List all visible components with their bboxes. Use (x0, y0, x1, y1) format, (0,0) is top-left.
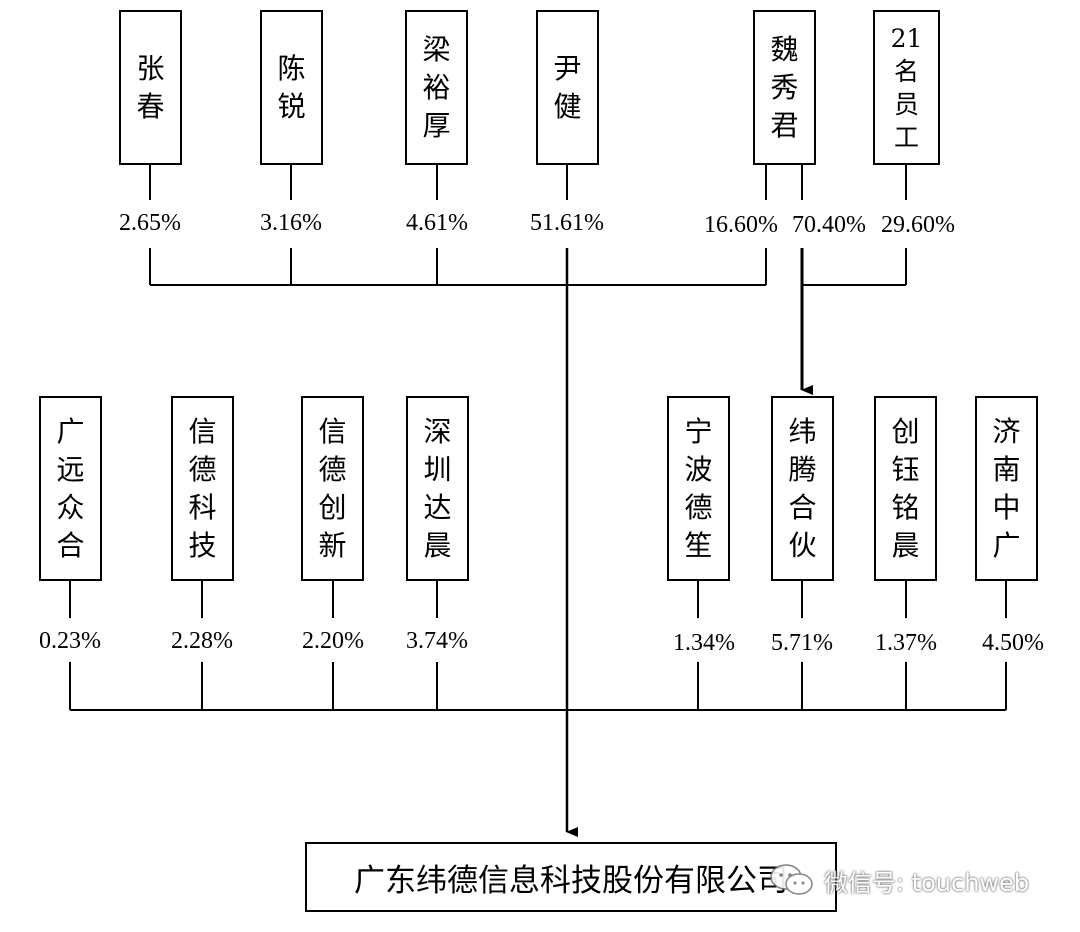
char: 德 (684, 490, 713, 524)
shareholder-guangyuan-zhonghe: 广 远 众 合 (39, 396, 102, 581)
char: 健 (553, 89, 582, 123)
char: 笙 (684, 528, 713, 562)
char: 中 (992, 490, 1021, 524)
percent-weiteng: 5.71% (769, 630, 835, 657)
char: 创 (318, 490, 347, 524)
percent-xinde-chuangxin: 2.20% (300, 628, 366, 655)
shareholder-xinde-chuangxin: 信 德 创 新 (301, 396, 364, 581)
shareholder-employees-21: 21 名 员 工 (873, 10, 940, 165)
percent-zhang-chun: 2.65% (117, 210, 183, 237)
char: 锐 (277, 89, 306, 123)
char: 铭 (891, 490, 920, 524)
char: 工 (893, 122, 919, 152)
char: 达 (423, 490, 452, 524)
char: 秀 (770, 70, 799, 104)
char: 名 (893, 56, 919, 86)
percent-guangyuan: 0.23% (37, 628, 103, 655)
percent-chuangyu: 1.37% (873, 630, 939, 657)
percent-yin-jian: 51.61% (528, 210, 606, 237)
shareholder-chuangyu-mingchen: 创 钰 铭 晨 (874, 396, 937, 581)
char: 波 (684, 452, 713, 486)
company-name: 广东纬德信息科技股份有限公司 (354, 862, 788, 899)
char: 腾 (788, 452, 817, 486)
char: 广 (56, 414, 85, 448)
char: 21 (890, 23, 923, 53)
percent-shenzhen-dachen: 3.74% (404, 628, 470, 655)
watermark-text: 微信号: touchweb (824, 868, 1030, 897)
shareholder-ningbo-desheng: 宁 波 德 笙 (667, 396, 730, 581)
shareholder-yin-jian: 尹 健 (536, 10, 599, 165)
char: 春 (136, 89, 165, 123)
char: 广 (992, 528, 1021, 562)
percent-xinde-keji: 2.28% (169, 628, 235, 655)
shareholder-xinde-keji: 信 德 科 技 (171, 396, 234, 581)
char: 裕 (422, 70, 451, 104)
char: 合 (56, 528, 85, 562)
wechat-icon (770, 864, 813, 895)
char: 宁 (684, 414, 713, 448)
char: 远 (56, 452, 85, 486)
percent-ningbo: 1.34% (671, 630, 737, 657)
char: 众 (56, 490, 85, 524)
company-box: 广东纬德信息科技股份有限公司 (305, 842, 837, 912)
shareholder-weiteng-hehuo: 纬 腾 合 伙 (771, 396, 834, 581)
percent-wei-xiujun-company: 16.60% (702, 212, 780, 239)
char: 圳 (423, 452, 452, 486)
char: 晨 (423, 528, 452, 562)
char: 伙 (788, 528, 817, 562)
shareholder-wei-xiujun: 魏 秀 君 (753, 10, 816, 165)
shareholder-jinan-zhongguang: 济 南 中 广 (975, 396, 1038, 581)
char: 济 (992, 414, 1021, 448)
char: 梁 (422, 32, 451, 66)
char: 纬 (788, 414, 817, 448)
shareholder-liang-yuhou: 梁 裕 厚 (405, 10, 468, 165)
percent-wei-xiujun-weiteng: 70.40% (790, 212, 868, 239)
percent-jinan: 4.50% (980, 630, 1046, 657)
shareholder-zhang-chun: 张 春 (119, 10, 182, 165)
percent-chen-rui: 3.16% (258, 210, 324, 237)
char: 德 (188, 452, 217, 486)
char: 技 (188, 528, 217, 562)
char: 君 (770, 108, 799, 142)
char: 信 (188, 414, 217, 448)
char: 深 (423, 414, 452, 448)
char: 南 (992, 452, 1021, 486)
char: 创 (891, 414, 920, 448)
char: 晨 (891, 528, 920, 562)
shareholder-shenzhen-dachen: 深 圳 达 晨 (406, 396, 469, 581)
char: 魏 (770, 32, 799, 66)
percent-employees: 29.60% (879, 212, 957, 239)
char: 新 (318, 528, 347, 562)
char: 尹 (553, 51, 582, 85)
shareholder-chen-rui: 陈 锐 (260, 10, 323, 165)
watermark: 微信号: touchweb (768, 862, 1029, 898)
char: 钰 (891, 452, 920, 486)
char: 信 (318, 414, 347, 448)
char: 陈 (277, 51, 306, 85)
char: 德 (318, 452, 347, 486)
char: 合 (788, 490, 817, 524)
char: 科 (188, 490, 217, 524)
percent-liang-yuhou: 4.61% (404, 210, 470, 237)
char: 厚 (422, 108, 451, 142)
char: 员 (893, 89, 919, 119)
char: 张 (136, 51, 165, 85)
